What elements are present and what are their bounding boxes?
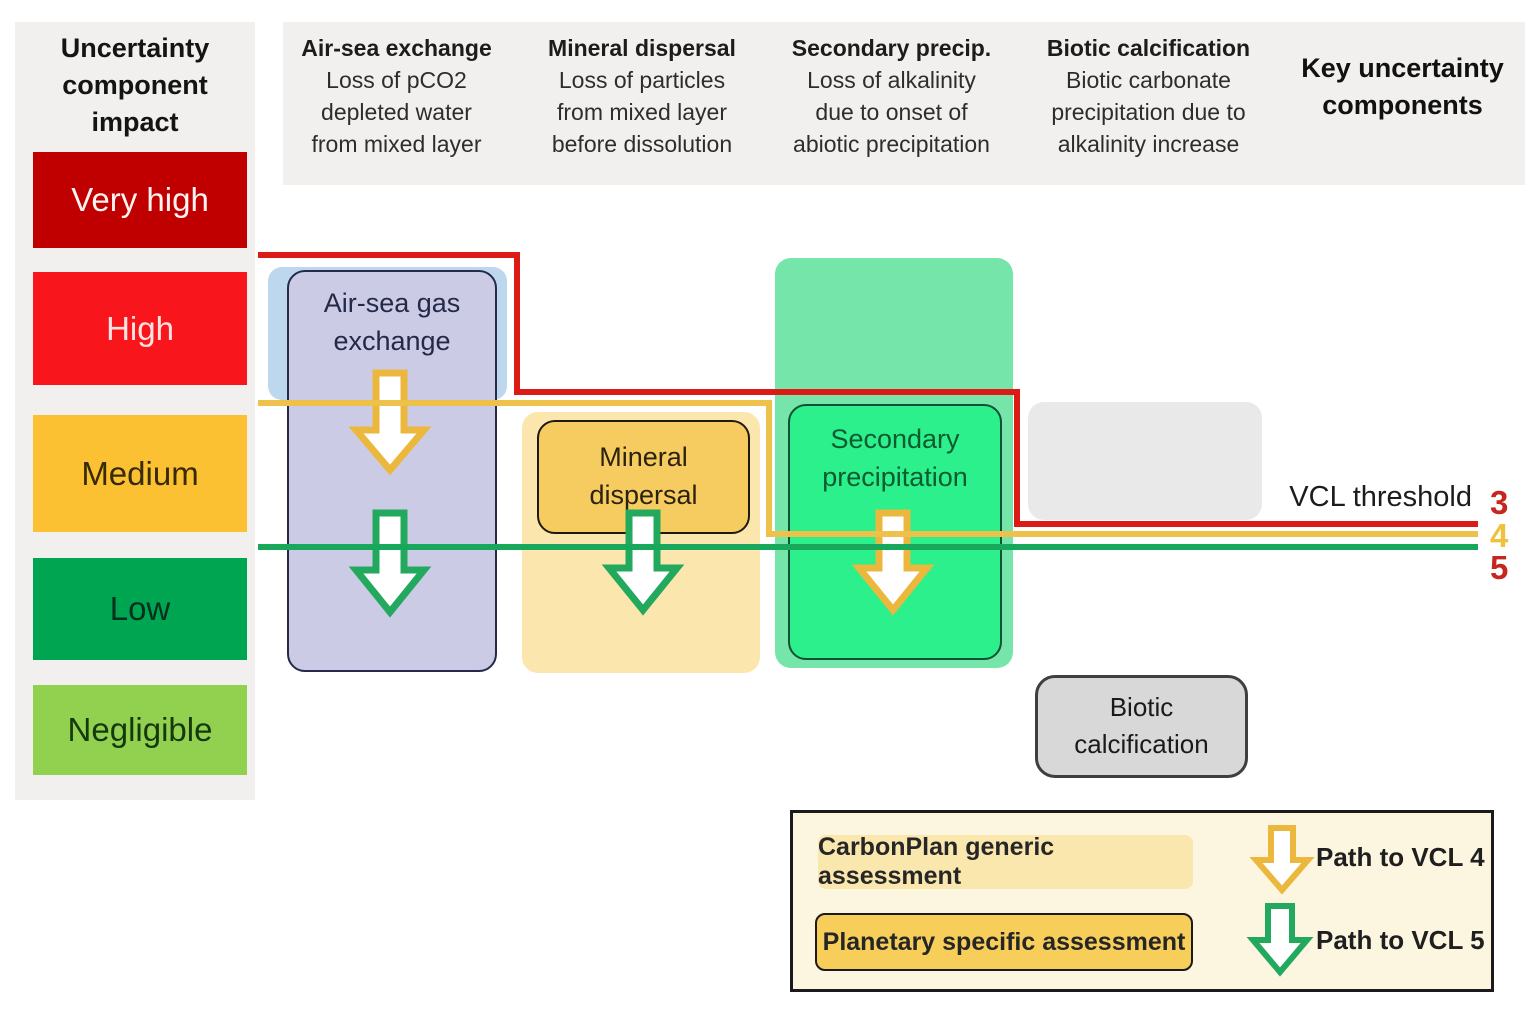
legend-box: CarbonPlan generic assessment Planetary … <box>790 810 1494 992</box>
node-label-line: Biotic <box>1109 692 1174 722</box>
column-title: Biotic calcification <box>1046 35 1251 61</box>
column-header-secondary-precip: Secondary precip. Loss of alkalinity due… <box>770 32 1013 160</box>
column-title: Secondary precip. <box>791 35 992 61</box>
impact-scale-title: Uncertainty component impact <box>15 30 255 141</box>
column-desc-line: alkalinity increase <box>1057 131 1240 157</box>
impact-level-low: Low <box>33 558 247 660</box>
vcl3-threshold-line-segment <box>258 252 520 258</box>
legend-generic-assessment-chip: CarbonPlan generic assessment <box>818 833 1193 890</box>
node-label-line: Air-sea gas <box>323 288 461 318</box>
column-header-biotic-calcification: Biotic calcification Biotic carbonate pr… <box>1022 32 1275 160</box>
biotic-calcification-box: Biotic calcification <box>1035 675 1248 778</box>
vcl4-threshold-line-segment <box>258 400 772 406</box>
column-desc-line: from mixed layer <box>557 99 727 125</box>
legend-path-to-vcl5-label: Path to VCL 5 <box>1316 925 1485 955</box>
column-header-air-sea-exchange: Air-sea exchange Loss of pCO2 depleted w… <box>283 32 510 160</box>
node-label-line: Secondary <box>830 424 960 454</box>
vcl4-threshold-line-segment <box>766 531 1478 537</box>
unassessed-gray-box <box>1028 402 1262 520</box>
column-desc-line: before dissolution <box>551 131 733 157</box>
vcl4-threshold-line-segment <box>766 400 772 537</box>
node-label-line: exchange <box>333 326 451 356</box>
vcl-level-number-3: 3 <box>1490 484 1509 521</box>
impact-scale-title-line: component <box>62 70 208 100</box>
impact-scale-panel: Uncertainty component impact Very high H… <box>15 22 255 800</box>
key-title-line: Key uncertainty <box>1301 53 1504 83</box>
impact-scale-title-line: Uncertainty <box>60 33 210 63</box>
vcl3-threshold-line-segment <box>514 252 520 395</box>
column-desc-line: Loss of particles <box>558 67 726 93</box>
key-title-line: components <box>1322 90 1483 120</box>
vcl5-threshold-line <box>258 544 1478 550</box>
column-desc-line: abiotic precipitation <box>793 131 990 157</box>
air-sea-gas-exchange-label: Air-sea gas exchange <box>289 284 495 360</box>
mineral-dispersal-box: Mineral dispersal <box>537 420 750 534</box>
impact-level-negligible: Negligible <box>33 685 247 775</box>
column-title: Mineral dispersal <box>548 35 736 61</box>
column-desc-line: Loss of alkalinity <box>807 67 976 93</box>
column-header-mineral-dispersal: Mineral dispersal Loss of particles from… <box>522 32 762 160</box>
secondary-precipitation-label: Secondary precipitation <box>790 420 1000 496</box>
impact-level-very-high: Very high <box>33 152 247 248</box>
legend-path-to-vcl4-label: Path to VCL 4 <box>1316 842 1485 872</box>
vcl3-threshold-line-segment <box>514 389 1020 395</box>
air-sea-gas-exchange-box: Air-sea gas exchange <box>287 270 497 672</box>
impact-scale-title-line: impact <box>91 107 179 137</box>
node-label-line: calcification <box>1074 729 1209 759</box>
mineral-dispersal-label: Mineral dispersal <box>539 438 748 514</box>
vcl3-threshold-line-segment <box>1014 389 1020 527</box>
legend-specific-assessment-chip: Planetary specific assessment <box>815 913 1193 971</box>
key-uncertainty-components-title: Key uncertainty components <box>1285 50 1520 124</box>
vcl-level-number-4: 4 <box>1490 517 1509 554</box>
column-desc-line: Loss of pCO2 <box>326 67 467 93</box>
node-label-line: dispersal <box>589 480 698 510</box>
vcl-level-number-5: 5 <box>1490 549 1509 586</box>
column-desc-line: from mixed layer <box>311 131 482 157</box>
impact-level-medium: Medium <box>33 415 247 532</box>
biotic-calcification-label: Biotic calcification <box>1038 689 1245 763</box>
column-header-band: Air-sea exchange Loss of pCO2 depleted w… <box>283 22 1525 185</box>
node-label-line: precipitation <box>822 462 968 492</box>
column-desc-line: due to onset of <box>815 99 968 125</box>
column-desc-line: precipitation due to <box>1051 99 1246 125</box>
column-desc-line: Biotic carbonate <box>1066 67 1231 93</box>
column-desc-line: depleted water <box>321 99 472 125</box>
column-title: Air-sea exchange <box>301 35 492 61</box>
node-label-line: Mineral <box>599 442 688 472</box>
impact-level-high: High <box>33 272 247 385</box>
vcl-threshold-label: VCL threshold <box>1289 481 1472 513</box>
vcl3-threshold-line-segment <box>1014 521 1478 527</box>
